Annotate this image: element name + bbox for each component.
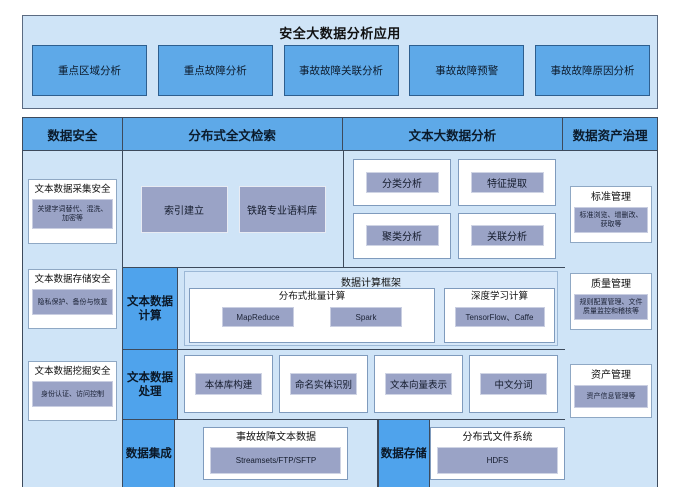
stage-label-storage: 数据存储	[377, 420, 430, 487]
stage-label-integration: 数据集成	[123, 420, 176, 487]
app-box[interactable]: 重点故障分析	[157, 45, 273, 96]
security-card-title: 文本数据采集安全	[34, 184, 111, 195]
analysis-card[interactable]: 关联分析	[458, 212, 556, 259]
storage-body: 分布式文件系统 HDFS	[430, 420, 565, 487]
stage-label-processing: 文本数据处理	[123, 350, 178, 419]
application-band: 安全大数据分析应用 重点区域分析 重点故障分析 事故故障关联分析 事故故障预警 …	[22, 15, 658, 109]
security-card-title: 文本数据挖掘安全	[34, 366, 111, 377]
processing-card-label: 中文分词	[479, 373, 548, 395]
governance-card-detail: 规则配置管理、文件质量监控和稽核等	[574, 294, 648, 320]
analysis-card[interactable]: 分类分析	[353, 159, 451, 206]
header-data-security: 数据安全	[23, 118, 123, 151]
storage-card-detail: HDFS	[437, 447, 558, 474]
application-box-row: 重点区域分析 重点故障分析 事故故障关联分析 事故故障预警 事故故障原因分析	[32, 45, 650, 100]
governance-card[interactable]: 质量管理 规则配置管理、文件质量监控和稽核等	[570, 273, 652, 330]
analysis-card-label: 分类分析	[365, 171, 439, 193]
deep-learning-item: TensorFlow、Caffe	[454, 307, 545, 327]
compute-body: 数据计算框架 分布式批量计算 MapReduce Spark 深度学习计算	[178, 268, 565, 349]
data-security-column: 文本数据采集安全 关键字词替代、混洗、加密等 文本数据存储安全 隐私保护、备份与…	[23, 151, 123, 487]
app-box[interactable]: 事故故障原因分析	[535, 45, 650, 96]
processing-card-list: 本体库构建 命名实体识别 文本向量表示 中文分词	[184, 355, 558, 413]
governance-card-detail: 标准浏览、增删改、获取等	[574, 207, 648, 233]
security-card[interactable]: 文本数据挖掘安全 身份认证、访问控制	[28, 361, 117, 421]
text-data-compute-row: 文本数据计算 数据计算框架 分布式批量计算 MapReduce Spark	[123, 268, 565, 350]
data-governance-column: 标准管理 标准浏览、增删改、获取等 质量管理 规则配置管理、文件质量监控和稽核等…	[563, 151, 657, 487]
search-item[interactable]: 铁路专业语料库	[238, 185, 326, 233]
analysis-card-label: 特征提取	[470, 171, 544, 193]
text-analysis-pane: 分类分析 特征提取 聚类分析 关联分析	[344, 151, 565, 268]
compute-framework-inner: 分布式批量计算 MapReduce Spark 深度学习计算 TensorFlo…	[189, 288, 555, 343]
governance-card-detail: 资产信息管理等	[574, 385, 648, 408]
batch-compute-card[interactable]: 分布式批量计算 MapReduce Spark	[189, 288, 435, 343]
analysis-card[interactable]: 特征提取	[458, 159, 556, 206]
deep-learning-title: 深度学习计算	[470, 291, 528, 302]
platform-grid: 数据安全 分布式全文检索 文本大数据分析 数据资产治理 文本数据采集安全 关键字…	[22, 117, 658, 487]
header-full-text-search: 分布式全文检索	[122, 118, 343, 151]
deep-learning-card[interactable]: 深度学习计算 TensorFlow、Caffe	[444, 288, 555, 343]
storage-card-title: 分布式文件系统	[462, 432, 533, 443]
security-card-detail: 关键字词替代、混洗、加密等	[32, 199, 113, 229]
analysis-card[interactable]: 聚类分析	[353, 212, 451, 259]
analysis-card-label: 聚类分析	[365, 225, 439, 247]
processing-card-label: 本体库构建	[194, 373, 263, 395]
security-card[interactable]: 文本数据存储安全 隐私保护、备份与恢复	[28, 269, 117, 329]
application-band-title: 安全大数据分析应用	[279, 25, 401, 41]
compute-framework-box: 数据计算框架 分布式批量计算 MapReduce Spark 深度学习计算	[184, 271, 558, 346]
security-card-detail: 隐私保护、备份与恢复	[32, 289, 113, 315]
processing-card-label: 命名实体识别	[289, 373, 358, 395]
security-card-title: 文本数据存储安全	[34, 274, 111, 285]
batch-compute-item: Spark	[330, 307, 402, 327]
stage-label-compute: 文本数据计算	[123, 268, 178, 349]
header-data-asset-governance: 数据资产治理	[563, 118, 657, 151]
processing-card[interactable]: 中文分词	[469, 355, 558, 413]
integration-and-storage-row: 数据集成 事故故障文本数据 Streamsets/FTP/SFTP 数据存储 分…	[123, 420, 565, 487]
governance-card[interactable]: 标准管理 标准浏览、增删改、获取等	[570, 186, 652, 243]
platform-middle-stack: 索引建立 铁路专业语料库 分类分析 特征提取 聚类分析 关联分析	[123, 151, 565, 487]
app-box[interactable]: 事故故障关联分析	[283, 45, 399, 96]
batch-compute-title: 分布式批量计算	[278, 291, 346, 302]
integration-body: 事故故障文本数据 Streamsets/FTP/SFTP	[175, 420, 378, 487]
compute-framework-title: 数据计算框架	[341, 278, 401, 289]
batch-compute-item: MapReduce	[222, 307, 294, 327]
storage-card[interactable]: 分布式文件系统 HDFS	[430, 427, 565, 480]
processing-card[interactable]: 本体库构建	[184, 355, 273, 413]
processing-body: 本体库构建 命名实体识别 文本向量表示 中文分词	[178, 350, 565, 419]
governance-card-title: 质量管理	[591, 279, 631, 290]
processing-card[interactable]: 命名实体识别	[279, 355, 368, 413]
app-box[interactable]: 事故故障预警	[409, 45, 525, 96]
security-card[interactable]: 文本数据采集安全 关键字词替代、混洗、加密等	[28, 179, 117, 244]
search-and-analysis-row: 索引建立 铁路专业语料库 分类分析 特征提取 聚类分析 关联分析	[123, 151, 565, 268]
integration-card-detail: Streamsets/FTP/SFTP	[210, 447, 342, 474]
header-text-big-data-analysis: 文本大数据分析	[342, 118, 564, 151]
analysis-card-label: 关联分析	[470, 225, 544, 247]
security-card-detail: 身份认证、访问控制	[32, 381, 113, 407]
search-item[interactable]: 索引建立	[140, 185, 228, 233]
governance-card[interactable]: 资产管理 资产信息管理等	[570, 364, 652, 418]
processing-card[interactable]: 文本向量表示	[374, 355, 463, 413]
governance-card-title: 标准管理	[591, 192, 631, 203]
governance-card-title: 资产管理	[591, 370, 631, 381]
platform-header-row: 数据安全 分布式全文检索 文本大数据分析 数据资产治理	[23, 118, 657, 151]
app-box[interactable]: 重点区域分析	[32, 45, 147, 96]
integration-card[interactable]: 事故故障文本数据 Streamsets/FTP/SFTP	[203, 427, 349, 480]
processing-card-label: 文本向量表示	[384, 373, 453, 395]
text-data-processing-row: 文本数据处理 本体库构建 命名实体识别 文本向量表示 中文分词	[123, 350, 565, 420]
integration-card-title: 事故故障文本数据	[235, 432, 316, 443]
full-text-search-pane: 索引建立 铁路专业语料库	[123, 151, 344, 268]
